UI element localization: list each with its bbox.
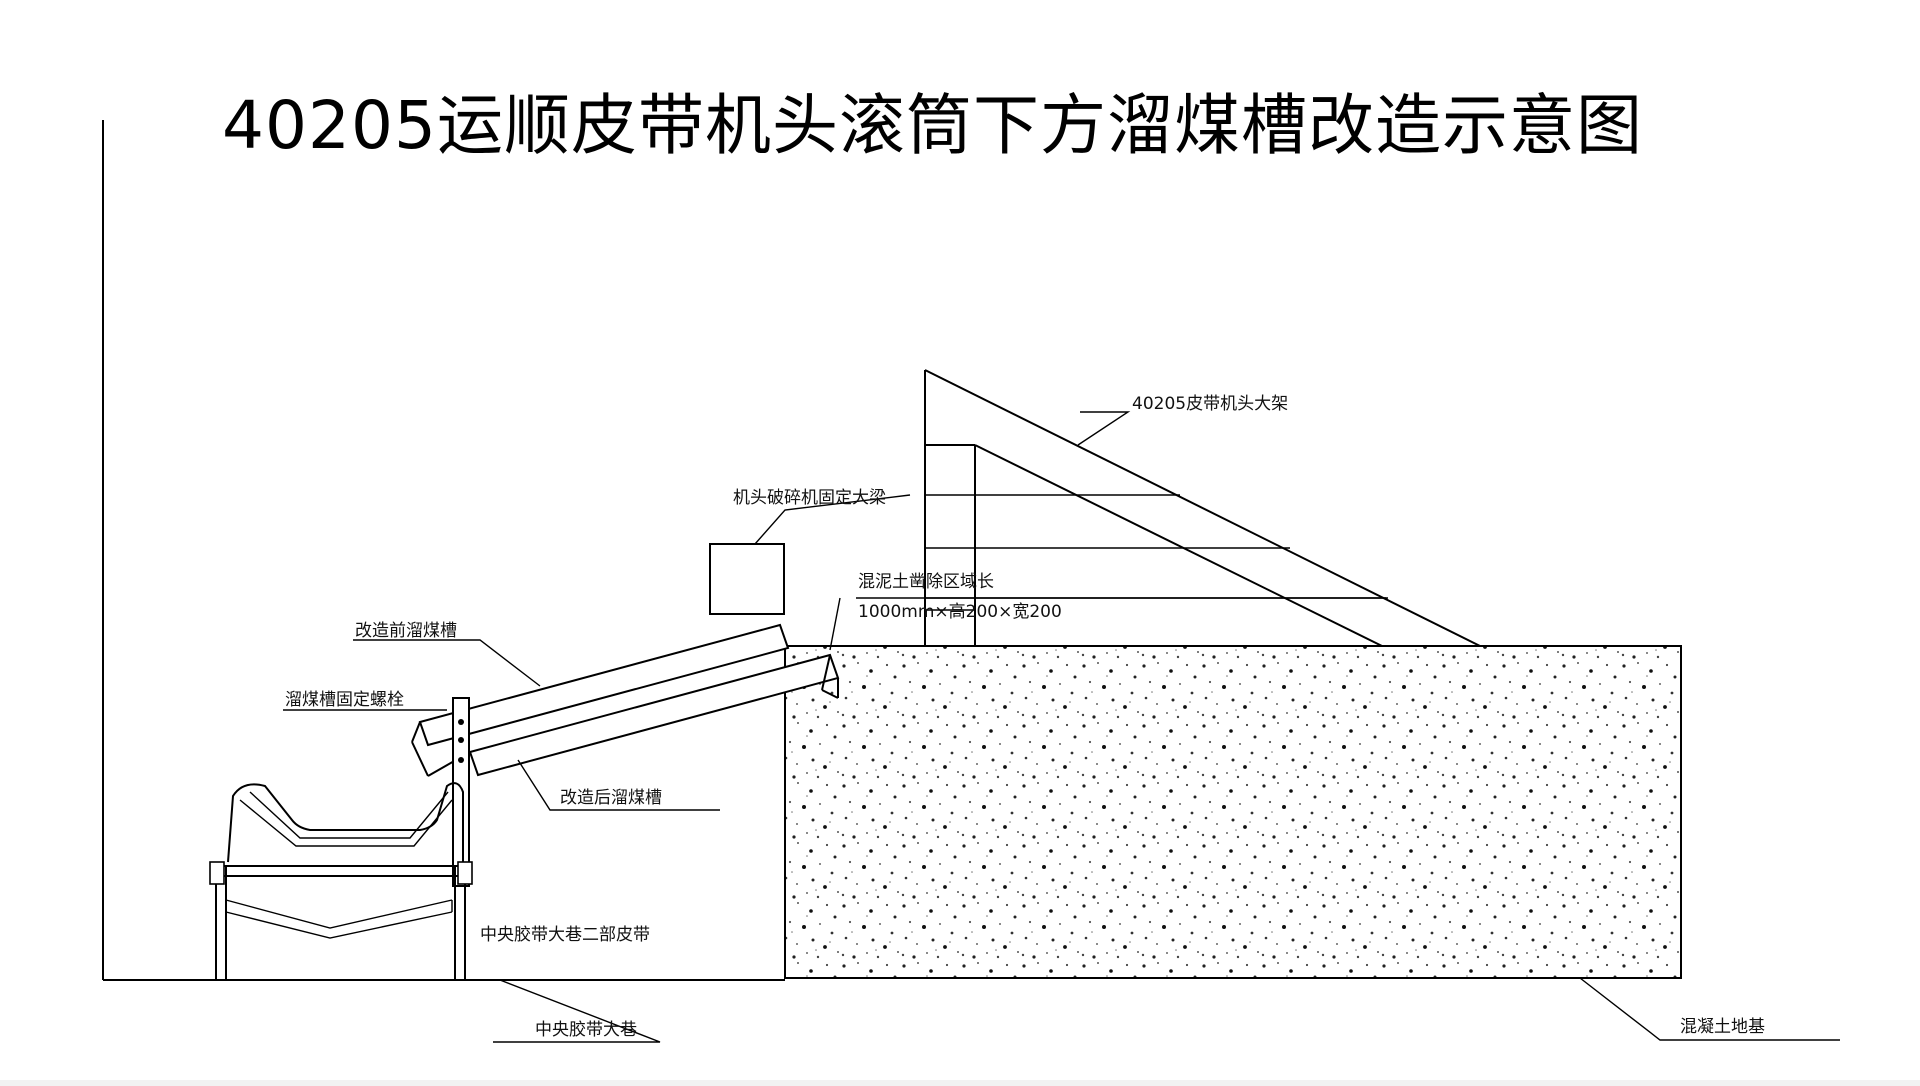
roadway-wall — [102, 120, 785, 981]
chute-bolt-post — [452, 697, 470, 887]
concrete-foundation — [784, 645, 1682, 979]
label-central-roadway: 中央胶带大巷 — [535, 1020, 637, 1040]
label-concrete-base: 混凝土地基 — [1680, 1017, 1765, 1037]
coal-chute — [411, 623, 840, 777]
leader-lines — [283, 411, 1840, 1043]
label-new-chute: 改造后溜煤槽 — [560, 788, 662, 808]
bottom-bar — [0, 1080, 1920, 1086]
diagram-title: 40205运顺皮带机头滚筒下方溜煤槽改造示意图 — [222, 87, 1643, 164]
belt-conveyor-idler — [209, 782, 473, 980]
crusher-beam-box — [709, 543, 785, 615]
label-head-frame: 40205皮带机头大架 — [1132, 394, 1288, 414]
label-crusher-beam: 机头破碎机固定大梁 — [733, 488, 886, 508]
label-old-chute: 改造前溜煤槽 — [355, 621, 457, 641]
label-concrete-remove-1: 混泥土凿除区域长 — [858, 572, 994, 592]
label-chute-bolt: 溜煤槽固定螺栓 — [285, 690, 404, 710]
label-central-belt-2: 中央胶带大巷二部皮带 — [480, 925, 650, 945]
label-concrete-remove-2: 1000mm×高200×宽200 — [858, 602, 1062, 622]
